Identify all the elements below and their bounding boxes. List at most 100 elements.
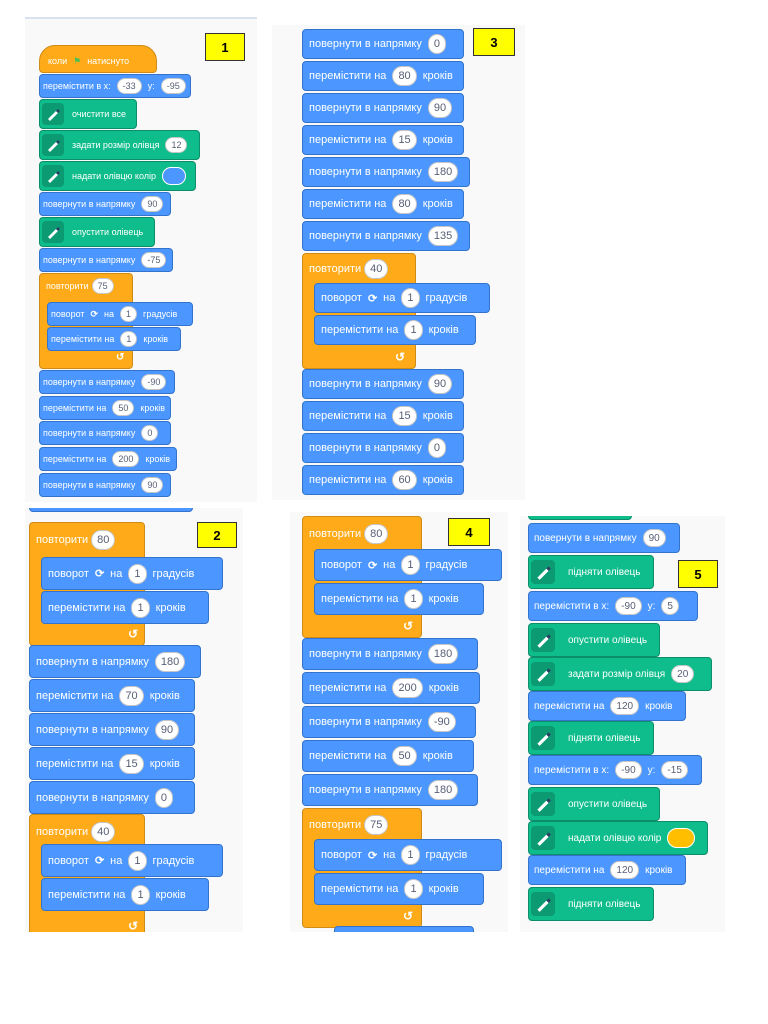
steps-input[interactable]: 1: [404, 589, 423, 609]
repeat-count-input[interactable]: 80: [364, 524, 389, 544]
x-value-input[interactable]: -33: [116, 78, 142, 94]
turn-block[interactable]: поворот ⟳ на 1 градусів: [314, 549, 502, 581]
direction-input[interactable]: 90: [427, 98, 453, 118]
set-pen-color-block[interactable]: надати олівцю колір: [528, 821, 708, 855]
direction-input[interactable]: 0: [427, 438, 446, 458]
point-in-direction-block[interactable]: повернути в напрямку -90: [39, 370, 175, 394]
turn-block[interactable]: поворот ⟳ на 1 градусів: [41, 557, 223, 590]
move-steps-block[interactable]: перемістити на 70 кроків: [29, 679, 195, 712]
point-in-direction-block[interactable]: повернути в напрямку -75: [39, 248, 173, 272]
point-in-direction-block[interactable]: повернути в напрямку 90: [29, 713, 195, 746]
steps-input[interactable]: 80: [392, 66, 417, 86]
move-steps-block[interactable]: перемістити на 200 кроків: [39, 447, 177, 471]
steps-input[interactable]: 1: [404, 879, 423, 899]
point-in-direction-block[interactable]: повернути в напрямку 90: [39, 192, 171, 216]
steps-input[interactable]: 1: [404, 320, 423, 340]
degrees-input[interactable]: 1: [401, 845, 420, 865]
point-in-direction-block[interactable]: повернути в напрямку 180: [302, 157, 470, 187]
move-steps-block[interactable]: перемістити на 120 кроків: [528, 691, 686, 721]
steps-input[interactable]: 15: [392, 406, 417, 426]
point-in-direction-block[interactable]: повернути в напрямку 90: [302, 93, 464, 123]
point-in-direction-block[interactable]: повернути в напрямку 0: [29, 781, 195, 814]
direction-input[interactable]: 180: [427, 780, 459, 800]
set-pen-color-block[interactable]: надати олівцю колір: [39, 161, 196, 191]
y-value-input[interactable]: 5: [661, 597, 679, 615]
turn-block[interactable]: поворот ⟳ на 1 градусів: [47, 302, 193, 326]
move-steps-block[interactable]: перемістити на 80 кроків: [302, 61, 464, 91]
when-flag-clicked-block[interactable]: коли ⚑ натиснуто: [39, 45, 157, 73]
point-in-direction-block[interactable]: повернути в напрямку 90: [302, 369, 464, 399]
pen-down-block[interactable]: опустити олівець: [528, 623, 660, 657]
set-pen-size-block[interactable]: задати розмір олівця 12: [39, 130, 200, 160]
direction-input[interactable]: -75: [141, 252, 167, 268]
steps-input[interactable]: 200: [112, 451, 140, 467]
direction-input[interactable]: 0: [427, 34, 446, 54]
go-to-xy-block[interactable]: перемістити в x: -90 y: -15: [528, 755, 702, 785]
steps-input[interactable]: 60: [392, 470, 417, 490]
direction-input[interactable]: 180: [427, 162, 459, 182]
move-steps-block[interactable]: перемістити на 50 кроків: [39, 396, 171, 420]
x-value-input[interactable]: -90: [615, 761, 642, 779]
move-steps-block[interactable]: перемістити на 1 кроків: [41, 878, 209, 911]
point-in-direction-block[interactable]: повернути в напрямку -90: [302, 706, 476, 738]
y-value-input[interactable]: -95: [160, 78, 186, 94]
move-steps-block[interactable]: перемістити на 15 кроків: [302, 125, 464, 155]
direction-input[interactable]: 180: [427, 644, 459, 664]
steps-input[interactable]: 50: [112, 400, 135, 416]
steps-input[interactable]: 15: [119, 753, 144, 774]
steps-input[interactable]: 70: [119, 685, 144, 706]
degrees-input[interactable]: 1: [120, 306, 138, 322]
direction-input[interactable]: 90: [427, 374, 453, 394]
point-in-direction-block[interactable]: повернути в напрямку 90: [528, 523, 680, 553]
move-steps-block[interactable]: перемістити на 80 кроків: [302, 189, 464, 219]
steps-input[interactable]: 1: [131, 597, 150, 618]
move-steps-block[interactable]: перемістити на 60 кроків: [302, 465, 464, 495]
y-value-input[interactable]: -15: [661, 761, 688, 779]
pen-up-block[interactable]: підняти олівець: [528, 555, 654, 589]
direction-input[interactable]: 90: [141, 196, 164, 212]
move-steps-block[interactable]: перемістити на 120 кроків: [528, 855, 686, 885]
pen-down-block[interactable]: опустити олівець: [39, 217, 155, 247]
direction-input[interactable]: 90: [154, 719, 180, 740]
move-steps-block[interactable]: перемістити на 200 кроків: [302, 672, 480, 704]
go-to-xy-block[interactable]: перемістити в x: -33 y: -95: [39, 74, 191, 98]
move-steps-block[interactable]: перемістити на 1 кроків: [314, 873, 484, 905]
move-steps-block[interactable]: перемістити на 15 кроків: [302, 401, 464, 431]
degrees-input[interactable]: 1: [401, 288, 420, 308]
turn-block[interactable]: поворот ⟳ на 1 градусів: [41, 844, 223, 877]
direction-input[interactable]: 90: [141, 477, 164, 493]
steps-input[interactable]: 120: [610, 861, 640, 879]
steps-input[interactable]: 1: [131, 884, 150, 905]
pen-color-swatch[interactable]: [162, 167, 187, 185]
steps-input[interactable]: 1: [120, 331, 138, 347]
point-in-direction-block[interactable]: повернути в напрямку 0: [302, 433, 464, 463]
direction-input[interactable]: 135: [427, 226, 459, 246]
steps-input[interactable]: 200: [392, 678, 423, 698]
pen-color-swatch[interactable]: [667, 828, 696, 848]
degrees-input[interactable]: 1: [128, 563, 147, 584]
point-in-direction-block[interactable]: повернути в напрямку 180: [302, 774, 478, 806]
repeat-count-input[interactable]: 75: [364, 815, 389, 835]
repeat-count-input[interactable]: 80: [91, 530, 116, 550]
degrees-input[interactable]: 1: [128, 850, 147, 871]
direction-input[interactable]: 0: [141, 425, 159, 441]
pen-size-input[interactable]: 20: [671, 665, 695, 683]
point-in-direction-block[interactable]: повернути в напрямку 180: [29, 645, 201, 678]
go-to-xy-block[interactable]: перемістити в x: -90 y: 5: [528, 591, 698, 621]
move-steps-block[interactable]: перемістити на 1 кроків: [314, 583, 484, 615]
repeat-count-input[interactable]: 40: [91, 822, 116, 842]
x-value-input[interactable]: -90: [615, 597, 642, 615]
move-steps-block[interactable]: перемістити на 1 кроків: [314, 315, 476, 345]
move-steps-block[interactable]: перемістити на 1 кроків: [47, 327, 181, 351]
steps-input[interactable]: 50: [392, 746, 417, 766]
point-in-direction-block[interactable]: повернути в напрямку 0: [39, 421, 171, 445]
direction-input[interactable]: -90: [427, 712, 456, 732]
set-pen-size-block[interactable]: задати розмір олівця 20: [528, 657, 712, 691]
move-steps-block[interactable]: перемістити на 1 кроків: [41, 591, 209, 624]
partial-block[interactable]: [528, 516, 632, 520]
direction-input[interactable]: 90: [642, 529, 666, 547]
point-in-direction-block[interactable]: повернути в напрямку 0: [302, 29, 464, 59]
point-in-direction-block[interactable]: повернути в напрямку 180: [302, 638, 478, 670]
repeat-count-input[interactable]: 75: [91, 278, 114, 294]
turn-block[interactable]: поворот ⟳ на 1 градусів: [314, 283, 490, 313]
